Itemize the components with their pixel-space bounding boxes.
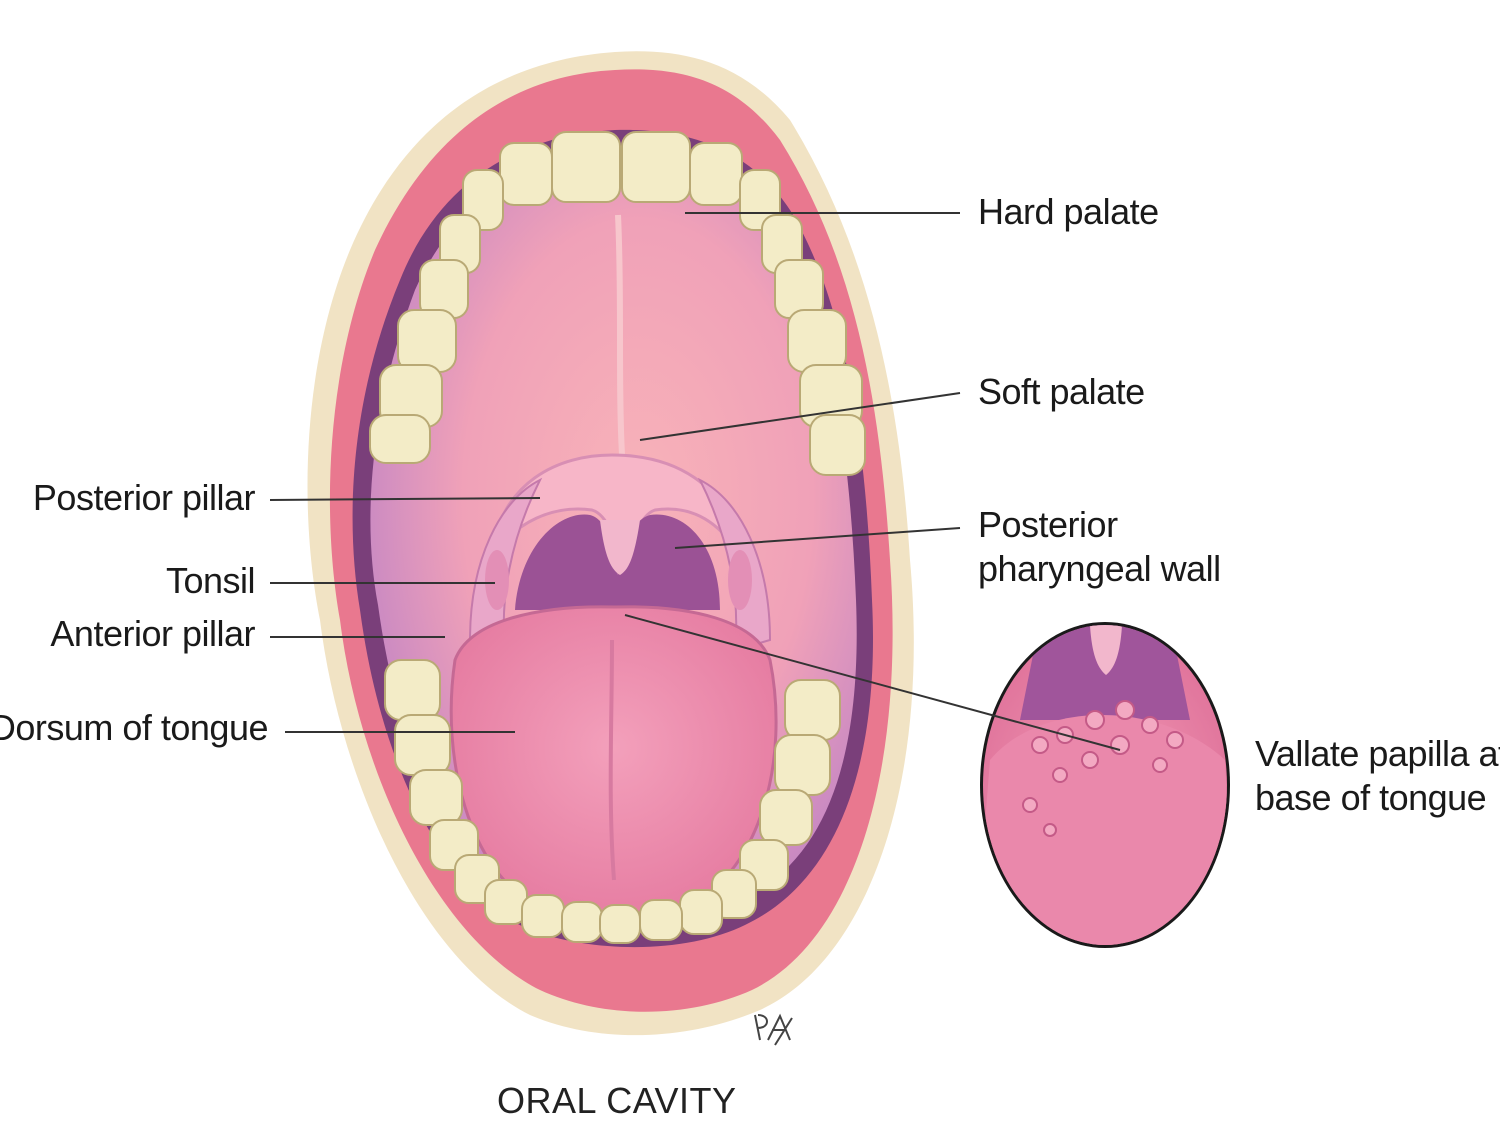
leader-vallate-papilla	[624, 614, 1121, 751]
label-anterior-pillar: Anterior pillar	[50, 613, 255, 654]
throat	[515, 514, 720, 610]
leader-lines	[269, 212, 1121, 751]
label-vallate-papilla-line2: base of tongue	[1255, 777, 1487, 818]
label-dorsum-of-tongue: Dorsum of tongue	[0, 707, 269, 748]
label-soft-palate: Soft palate	[978, 371, 1145, 412]
label-posterior-pharyngeal-wall-line1: Posterior	[978, 504, 1118, 545]
leader-soft-palate	[639, 392, 961, 441]
vallate-papilla-inset	[980, 622, 1230, 948]
leader-posterior-pillar	[269, 497, 541, 501]
tonsil-shape	[485, 550, 509, 610]
leader-posterior-pharyngeal-wall	[674, 527, 961, 549]
artist-signature	[754, 1013, 793, 1046]
label-posterior-pillar: Posterior pillar	[32, 477, 256, 518]
label-posterior-pharyngeal-wall-line2: pharyngeal wall	[978, 548, 1221, 589]
label-tonsil: Tonsil	[165, 560, 256, 601]
label-vallate-papilla-line1: Vallate papilla at	[1255, 733, 1500, 774]
label-hard-palate: Hard palate	[978, 191, 1159, 232]
lower-teeth	[384, 659, 841, 944]
soft-palate	[488, 453, 744, 576]
upper-teeth	[369, 131, 866, 476]
figure-caption: ORAL CAVITY	[497, 1080, 737, 1121]
